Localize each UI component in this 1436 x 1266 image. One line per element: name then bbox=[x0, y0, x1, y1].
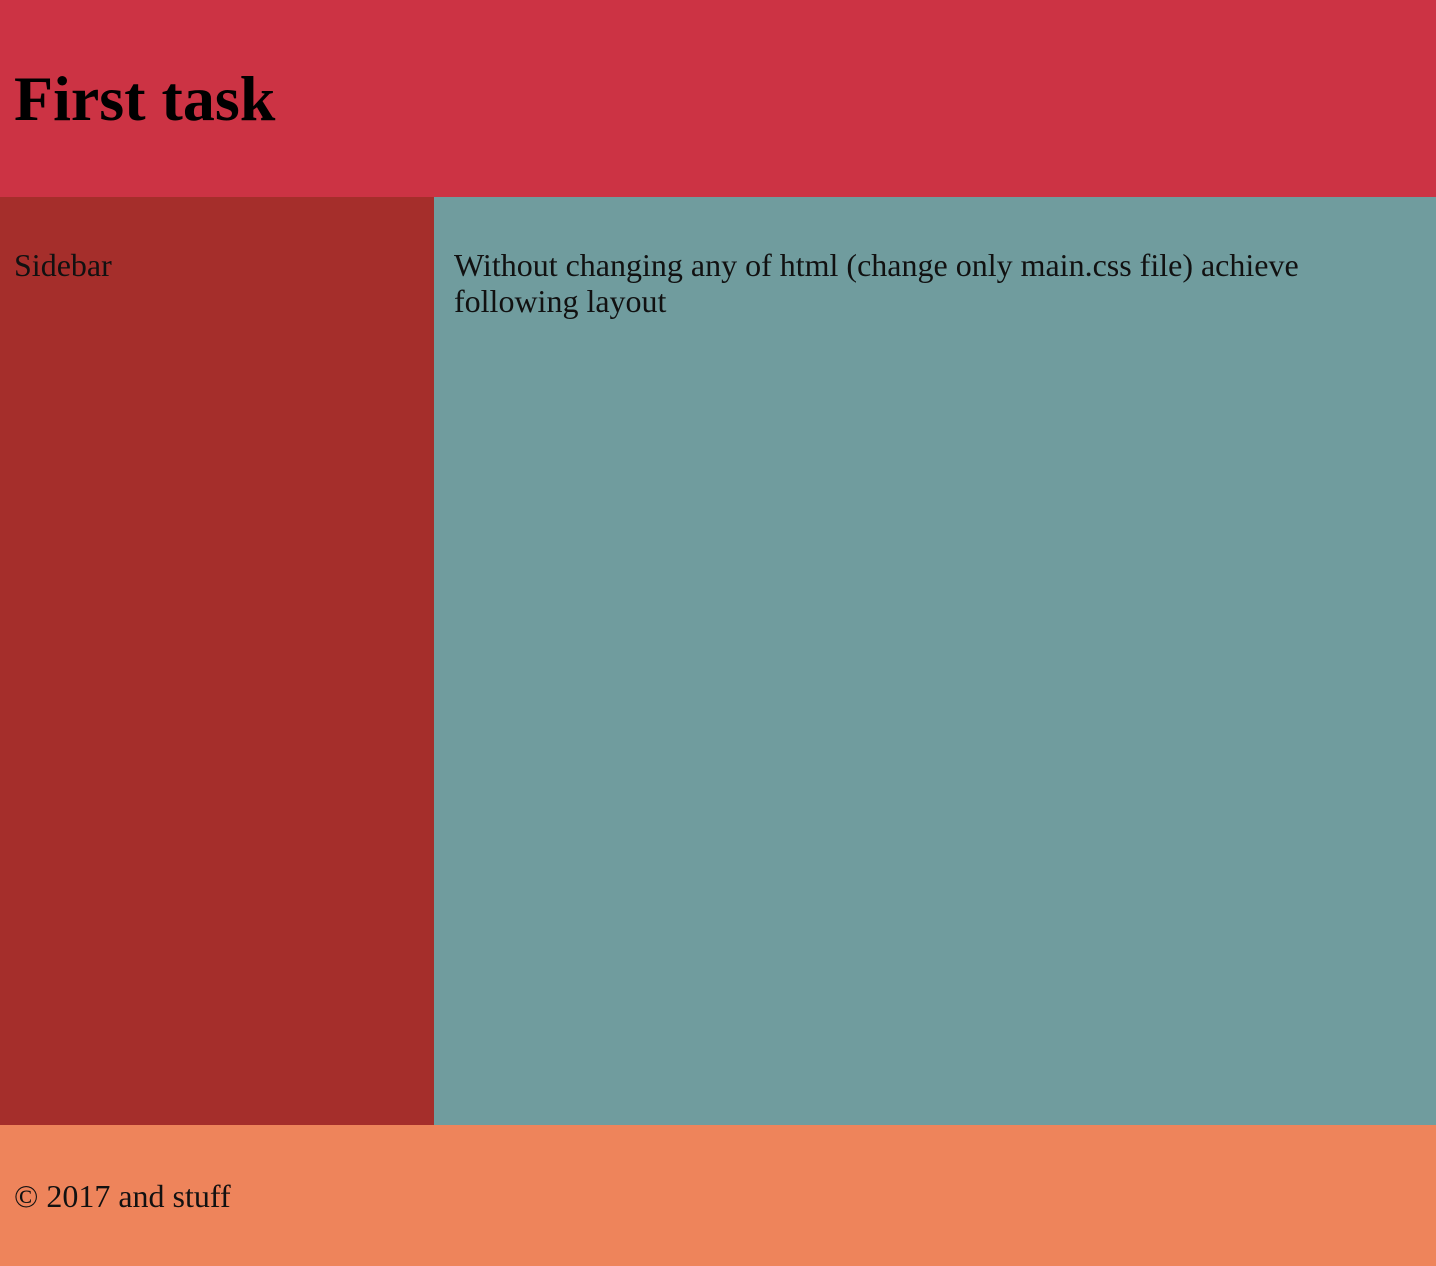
content-text: Without changing any of html (change onl… bbox=[454, 247, 1299, 319]
page-title: First task bbox=[14, 62, 276, 134]
page-footer: © 2017 and stuff bbox=[0, 1125, 1436, 1266]
sidebar: Sidebar bbox=[0, 197, 434, 1125]
content-panel: Without changing any of html (change onl… bbox=[434, 197, 1436, 1125]
footer-text: © 2017 and stuff bbox=[14, 1177, 231, 1214]
sidebar-label: Sidebar bbox=[14, 247, 112, 283]
main-area: Sidebar Without changing any of html (ch… bbox=[0, 197, 1436, 1125]
page-header: First task bbox=[0, 0, 1436, 197]
